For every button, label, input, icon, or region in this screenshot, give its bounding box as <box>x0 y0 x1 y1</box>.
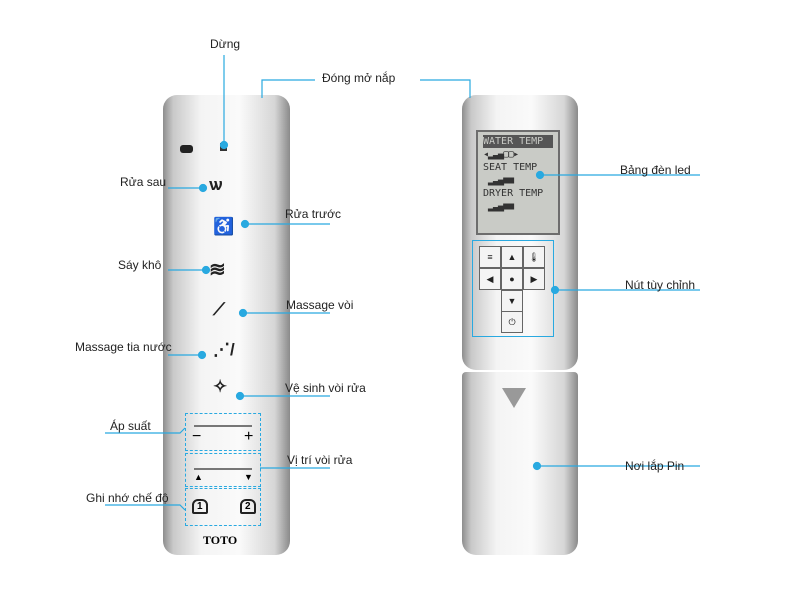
memory-1-button[interactable]: 1 <box>192 499 208 514</box>
label-jet-massage: Massage tia nước <box>75 340 172 354</box>
center-button[interactable]: ● <box>501 268 523 290</box>
custom-buttons-group: ≡ ▲ 🌡 ◀ ● ▶ ▼ ⏻ <box>472 240 554 337</box>
rear-wash-button[interactable]: ѡ <box>209 175 223 194</box>
nozzle-massage-button[interactable]: ⟋ <box>213 300 225 319</box>
pressure-plus-button[interactable]: + <box>244 428 254 445</box>
jet-massage-button[interactable]: ⋰/ <box>213 340 235 359</box>
led-panel: WATER TEMP ◂▂▃▄▢▢▸ SEAT TEMP ▂▃▄■■ DRYER… <box>476 130 560 235</box>
right-button[interactable]: ▶ <box>523 268 545 290</box>
remote-left: ѡ ♿ ≋ ⟋ ⋰/ ✧ − + ▲ ▼ 1 2 TOTO <box>163 95 290 555</box>
label-nozzle-clean: Vệ sinh vòi rửa <box>285 381 366 395</box>
position-group: ▲ ▼ <box>185 453 261 487</box>
brand-logo: TOTO <box>203 533 238 547</box>
label-led-panel: Bảng đèn led <box>620 163 691 177</box>
label-battery: Nơi lắp Pin <box>625 459 685 473</box>
indicator-light <box>180 145 193 153</box>
label-memory: Ghi nhớ chế độ <box>86 491 169 505</box>
position-back-button[interactable]: ▼ <box>244 472 253 482</box>
position-forward-button[interactable]: ▲ <box>194 472 203 482</box>
power-button[interactable]: ⏻ <box>501 311 523 333</box>
temperature-button[interactable]: 🌡 <box>523 246 545 268</box>
label-lid: Đóng mở nắp <box>322 71 396 85</box>
up-button[interactable]: ▲ <box>501 246 523 268</box>
lcd-dryer-temp: DRYER TEMP <box>483 188 544 199</box>
dry-button[interactable]: ≋ <box>209 259 226 281</box>
arrow-down-icon <box>502 388 526 408</box>
label-pressure: Áp suất <box>110 419 151 433</box>
left-button[interactable]: ◀ <box>479 268 501 290</box>
remote-right: WATER TEMP ◂▂▃▄▢▢▸ SEAT TEMP ▂▃▄■■ DRYER… <box>462 95 578 370</box>
label-custom-buttons: Nút tùy chỉnh <box>625 278 696 292</box>
label-stop: Dừng <box>210 37 241 51</box>
lcd-seat-temp: SEAT TEMP <box>483 162 538 173</box>
memory-2-button[interactable]: 2 <box>240 499 256 514</box>
label-dry: Sáy khô <box>118 258 162 272</box>
battery-cover[interactable] <box>462 372 578 555</box>
pressure-minus-button[interactable]: − <box>192 428 202 445</box>
memory-group: 1 2 <box>185 488 261 526</box>
lcd-water-temp: WATER TEMP <box>483 135 553 148</box>
nozzle-clean-button[interactable]: ✧ <box>213 377 228 396</box>
label-front-wash: Rửa trước <box>285 207 341 221</box>
label-rear-wash: Rửa sau <box>120 175 167 189</box>
label-nozzle-massage: Massage vòi <box>286 298 354 312</box>
label-nozzle-position: Vị trí vòi rửa <box>287 453 353 467</box>
front-wash-button[interactable]: ♿ <box>213 217 235 236</box>
menu-button[interactable]: ≡ <box>479 246 501 268</box>
pressure-group: − + <box>185 413 261 451</box>
